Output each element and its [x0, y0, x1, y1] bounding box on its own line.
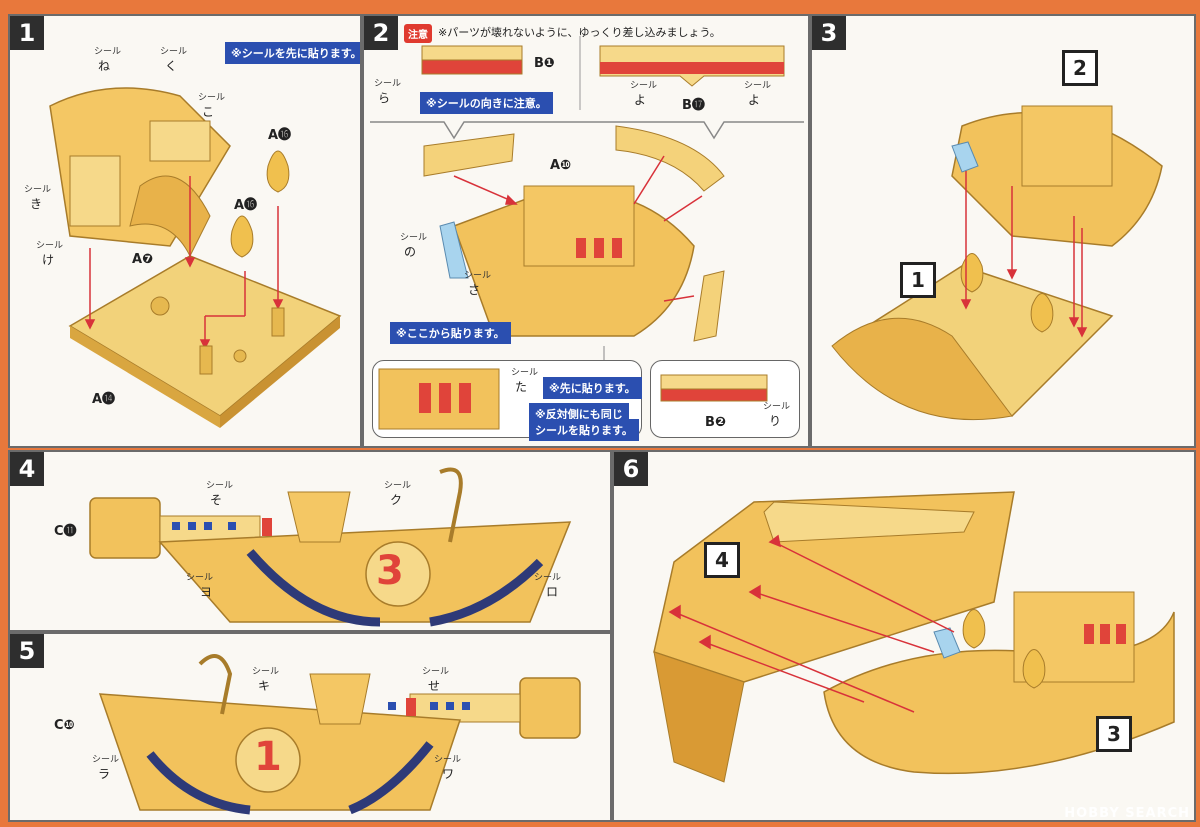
seal-ko: こ — [202, 105, 215, 119]
seal-sa: さ — [468, 283, 481, 297]
step-number: 2 — [364, 16, 398, 50]
seal-label: シール — [206, 481, 234, 491]
part-a16: A⓰ — [268, 128, 292, 143]
opposite-side-note-2: シールを貼ります。 — [529, 419, 639, 441]
step-3-panel: 3 2 1 — [810, 14, 1196, 448]
seal-label: シール — [534, 573, 562, 583]
seal-label: シール — [24, 185, 52, 195]
part-a16: A⓰ — [234, 198, 258, 213]
step-1-panel: 1 ※シールを先に貼ります。 シール ね シール く シール こ シール き シ… — [8, 14, 362, 448]
seal-label: シール — [92, 755, 120, 765]
step-3-illustration — [831, 105, 1163, 421]
seal-label: シール — [400, 233, 428, 243]
seal-label: シール — [94, 47, 122, 57]
detail-callout: シール た ※先に貼ります。 ※反対側にも同じ シールを貼ります。 — [372, 360, 642, 441]
step-number: 1 — [10, 16, 44, 50]
seal-label: シール — [186, 573, 214, 583]
step-4-illustration — [89, 467, 572, 627]
seal-no: の — [404, 245, 417, 259]
step-6-panel: 6 4 3 — [612, 450, 1196, 822]
sub-step-2: 2 — [1062, 50, 1098, 86]
part-a14: A⓮ — [92, 392, 116, 407]
emblem-number: 1 — [254, 734, 282, 780]
seal-ta: た — [515, 380, 528, 394]
seal-label: シール — [160, 47, 188, 57]
seal-label: シール — [464, 271, 492, 281]
seal-label: シール — [422, 667, 450, 677]
part-c10: C❿ — [54, 718, 75, 733]
start-here-note: ※ここから貼ります。 — [390, 322, 511, 344]
seal-se: せ — [428, 679, 441, 693]
part-b2: B❷ — [705, 415, 726, 430]
step-number: 3 — [812, 16, 846, 50]
part-a7: A❼ — [132, 252, 154, 267]
caution-text: ※パーツが壊れないように、ゆっくり差し込みましょう。 — [438, 26, 721, 39]
seal-label: シール — [36, 241, 64, 251]
step-number: 6 — [614, 452, 648, 486]
part-b17: B⓱ — [682, 98, 705, 113]
step-number: 5 — [10, 634, 44, 668]
seal-RO: ロ — [546, 585, 559, 599]
caution-tag: 注意 — [404, 24, 432, 43]
part-c11: C⓫ — [54, 524, 77, 539]
seal-label: シール — [434, 755, 462, 765]
apply-first-note: ※先に貼ります。 — [543, 377, 642, 399]
step-6-illustration — [653, 491, 1175, 783]
seal-label: シール — [198, 93, 226, 103]
seal-yo: よ — [748, 93, 761, 107]
b2-callout: B❷ シール り — [650, 360, 800, 438]
seal-label: シール — [511, 368, 539, 378]
seal-WA: ワ — [442, 767, 455, 781]
seal-label: シール — [384, 481, 412, 491]
step-number: 4 — [10, 452, 44, 486]
watermark: HOBBY SEARCH — [1064, 806, 1190, 821]
seal-label: シール — [374, 79, 402, 89]
emblem-number: 3 — [376, 548, 404, 594]
seal-so: そ — [210, 493, 223, 507]
seal-ri: り — [769, 414, 782, 428]
seal-ra: ら — [378, 91, 391, 105]
seal-ki: き — [30, 197, 43, 211]
sub-step-3: 3 — [1096, 716, 1132, 752]
sub-step-4: 4 — [704, 542, 740, 578]
part-b1: B❶ — [534, 56, 555, 71]
step-1-illustration — [49, 87, 342, 428]
step-5-illustration — [98, 654, 581, 815]
seal-ku: く — [165, 59, 178, 73]
seal-KU: ク — [390, 493, 403, 507]
seal-label: シール — [763, 402, 791, 412]
step-2-panel: 2 注意 ※パーツが壊れないように、ゆっくり差し込みましょう。 シール ら B❶ — [362, 14, 810, 448]
seal-ke: け — [42, 253, 55, 267]
seal-label: シール — [744, 81, 772, 91]
part-a10: A❿ — [550, 158, 572, 173]
seal-label: シール — [630, 81, 658, 91]
step-2-illustration — [370, 36, 804, 366]
seal-ne: ね — [98, 59, 111, 73]
step-4-panel: 4 C⓫ シール そ シール ク シール ヨ シール ロ 3 — [8, 450, 612, 632]
seal-yo: よ — [634, 93, 647, 107]
step-5-panel: 5 C❿ シール キ シール せ シール ラ シール ワ 1 — [8, 632, 612, 822]
seal-YO: ヨ — [200, 585, 213, 599]
sub-step-1: 1 — [900, 262, 936, 298]
sticker-orientation-note: ※シールの向きに注意。 — [420, 92, 553, 114]
seal-label: シール — [252, 667, 280, 677]
seal-KI: キ — [258, 679, 271, 693]
seal-first-note: ※シールを先に貼ります。 — [225, 42, 360, 64]
seal-RA: ラ — [98, 767, 111, 781]
